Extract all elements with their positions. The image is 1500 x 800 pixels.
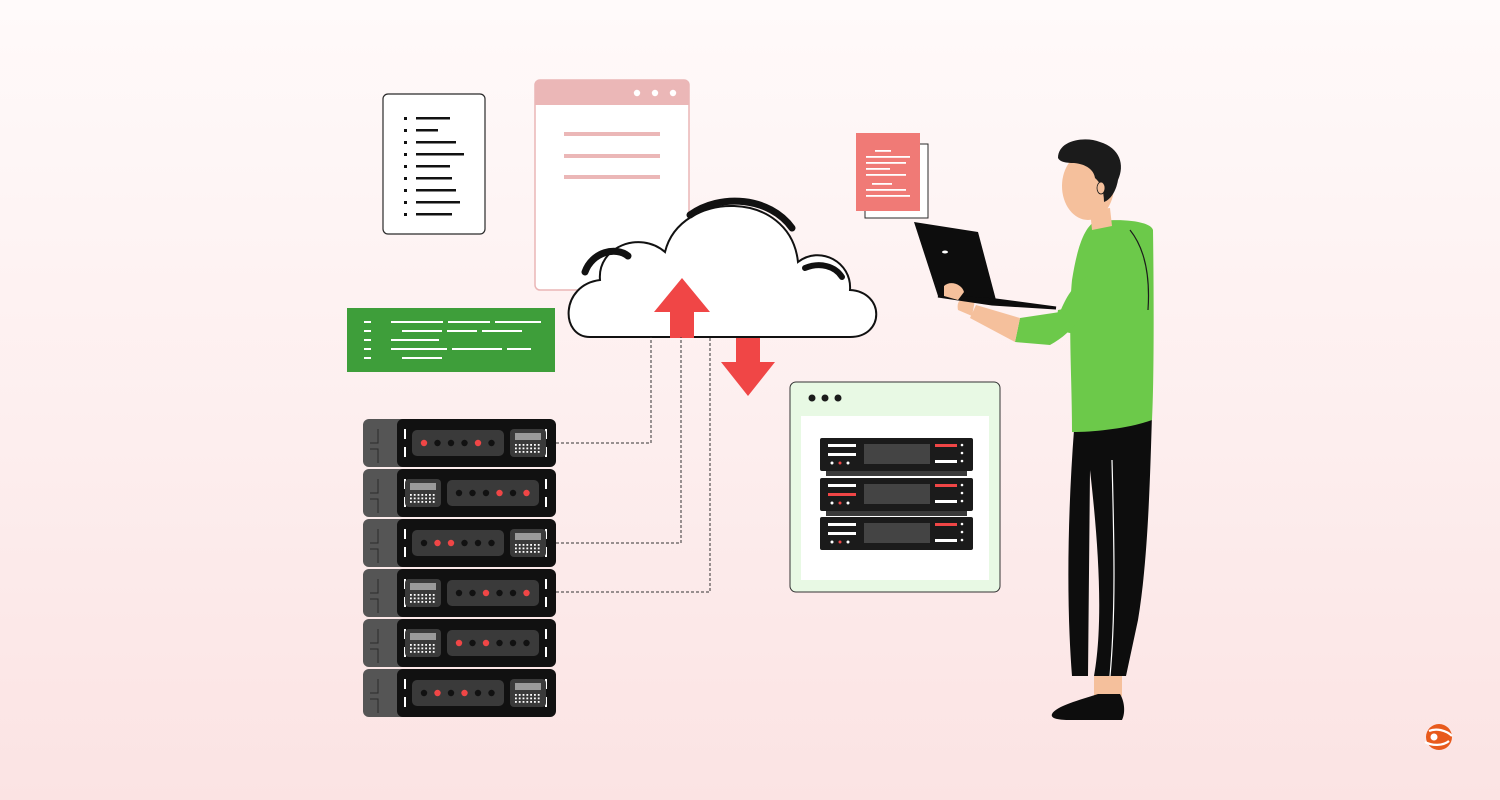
cloud-icon bbox=[567, 197, 878, 338]
server-unit bbox=[820, 438, 973, 471]
server-unit bbox=[363, 519, 556, 567]
server-unit bbox=[820, 478, 973, 511]
status-led bbox=[523, 639, 530, 647]
status-led bbox=[488, 539, 495, 547]
download-arrow-icon bbox=[721, 338, 775, 396]
status-led bbox=[434, 689, 441, 697]
status-led bbox=[509, 589, 517, 597]
code-window-icon bbox=[347, 308, 555, 372]
status-led bbox=[434, 439, 441, 447]
list-document-icon bbox=[382, 93, 486, 235]
status-led bbox=[455, 489, 463, 497]
server-unit bbox=[363, 619, 556, 667]
status-led bbox=[509, 639, 517, 647]
status-led bbox=[523, 589, 530, 597]
status-led bbox=[461, 689, 468, 697]
status-led bbox=[496, 489, 503, 497]
status-led bbox=[447, 539, 455, 547]
person-with-laptop bbox=[914, 139, 1154, 720]
status-led bbox=[455, 639, 463, 647]
status-led bbox=[509, 489, 517, 497]
server-unit bbox=[363, 569, 556, 617]
server-unit bbox=[820, 517, 973, 550]
status-led bbox=[447, 689, 455, 697]
upload-arrow-icon bbox=[654, 278, 710, 338]
status-led bbox=[496, 589, 503, 597]
status-led bbox=[482, 639, 490, 647]
browser-window-icon bbox=[534, 79, 690, 291]
server-unit bbox=[363, 669, 556, 717]
status-led bbox=[461, 539, 468, 547]
server-unit bbox=[363, 419, 556, 467]
status-led bbox=[496, 639, 503, 647]
status-led bbox=[469, 589, 476, 597]
status-led bbox=[420, 439, 428, 447]
server-unit bbox=[363, 469, 556, 517]
document-icon bbox=[856, 133, 929, 219]
status-led bbox=[474, 539, 482, 547]
status-led bbox=[488, 689, 495, 697]
status-led bbox=[447, 439, 455, 447]
status-led bbox=[420, 539, 428, 547]
status-led bbox=[434, 539, 441, 547]
status-led bbox=[420, 689, 428, 697]
status-led bbox=[482, 489, 490, 497]
status-led bbox=[469, 639, 476, 647]
status-led bbox=[523, 489, 530, 497]
connection-lines bbox=[556, 337, 711, 593]
status-led bbox=[488, 439, 495, 447]
status-led bbox=[461, 439, 468, 447]
brand-logo-icon bbox=[1424, 724, 1453, 750]
status-led bbox=[474, 439, 482, 447]
status-led bbox=[474, 689, 482, 697]
server-rack-icon bbox=[363, 419, 556, 717]
server-browser-window-icon bbox=[789, 381, 1001, 593]
status-led bbox=[469, 489, 476, 497]
status-led bbox=[455, 589, 463, 597]
status-led bbox=[482, 589, 490, 597]
